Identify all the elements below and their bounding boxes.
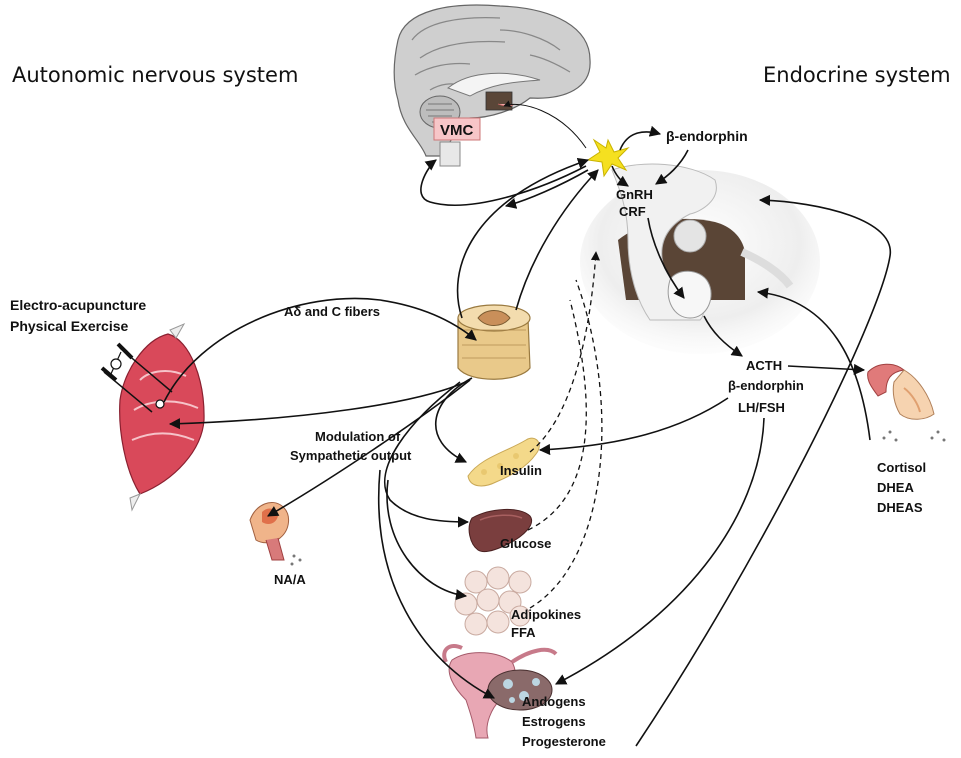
spinal-cord-icon — [458, 305, 530, 379]
label-dhea: DHEA — [877, 480, 914, 495]
label-na-a: NA/A — [274, 572, 306, 587]
label-sympathetic-output: Sympathetic output — [290, 448, 412, 463]
label-ffa: FFA — [511, 625, 536, 640]
vmc-label: VMC — [440, 122, 474, 139]
brain-icon — [394, 5, 590, 166]
label-modulation: Modulation of — [315, 429, 401, 444]
heading-autonomic: Autonomic nervous system — [12, 63, 298, 87]
label-acth: ACTH — [746, 358, 782, 373]
label-androgens: Andogens — [522, 694, 586, 709]
label-estrogens: Estrogens — [522, 714, 586, 729]
heading-endocrine: Endocrine system — [763, 63, 951, 87]
muscle-icon — [120, 324, 204, 510]
label-insulin: Insulin — [500, 463, 542, 478]
label-adipokines: Adipokines — [511, 607, 581, 622]
label-beta-endorphin-pit: β-endorphin — [728, 378, 804, 393]
label-cortisol: Cortisol — [877, 460, 926, 475]
label-beta-endorphin-top: β-endorphin — [666, 128, 748, 144]
label-crf: CRF — [619, 204, 646, 219]
label-gnrh: GnRH — [616, 187, 653, 202]
label-dheas: DHEAS — [877, 500, 923, 515]
label-electro-acupuncture: Electro-acupuncture — [10, 297, 146, 313]
adrenal-gland-right-icon — [868, 364, 946, 441]
label-glucose: Glucose — [500, 536, 551, 551]
label-progesterone: Progesterone — [522, 734, 606, 749]
connector-arrows — [164, 104, 890, 746]
label-lh-fsh: LH/FSH — [738, 400, 785, 415]
label-physical-exercise: Physical Exercise — [10, 318, 129, 334]
